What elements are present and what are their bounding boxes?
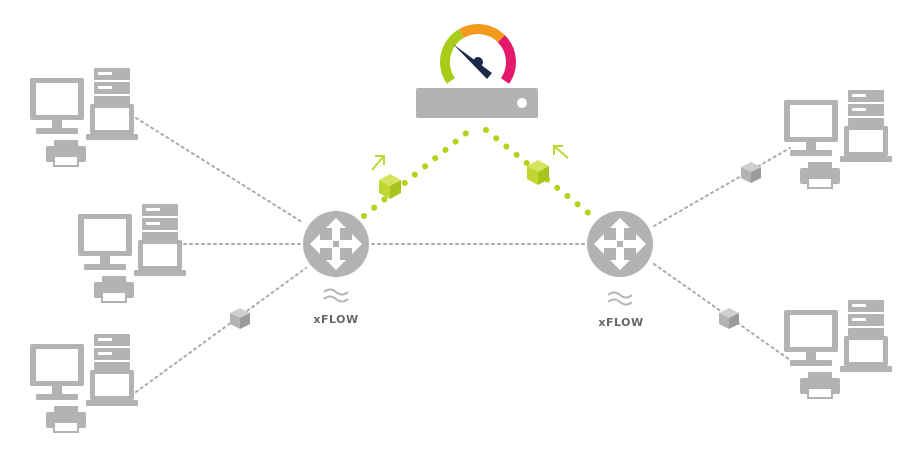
packet-cube-icon — [741, 162, 761, 183]
flow-waves-icon — [607, 291, 633, 306]
collector-server-icon — [416, 88, 538, 118]
link-left-top — [135, 117, 303, 223]
router-icon — [303, 211, 369, 277]
gauge-segment-orange — [459, 24, 505, 43]
gauge-needle — [453, 44, 492, 79]
flow-waves-icon — [323, 288, 349, 303]
computer-server-laptop-printer-icon — [783, 299, 893, 399]
gauge-segment-magenta — [497, 35, 516, 84]
arrow-up-right-icon — [371, 155, 385, 171]
arrow-up-left-icon — [553, 145, 569, 159]
speedometer-gauge-icon — [440, 24, 516, 84]
packet-cube-icon — [379, 174, 401, 199]
flow-links — [361, 127, 595, 219]
computer-server-laptop-printer-icon — [29, 67, 139, 167]
router-icon — [587, 211, 653, 277]
packet-cube-icon — [719, 308, 739, 329]
link-right-top — [653, 147, 791, 227]
flow-link-left — [361, 127, 473, 219]
computer-server-laptop-printer-icon — [783, 89, 893, 189]
gauge-hub — [473, 57, 483, 67]
router-label-right: xFLOW — [598, 316, 643, 329]
computer-server-laptop-printer-icon — [77, 203, 187, 303]
router-label-left: xFLOW — [313, 313, 358, 326]
gauge-segment-green — [440, 29, 465, 84]
network-links — [135, 117, 791, 393]
link-left-bottom — [135, 267, 307, 393]
computer-server-laptop-printer-icon — [29, 333, 139, 433]
